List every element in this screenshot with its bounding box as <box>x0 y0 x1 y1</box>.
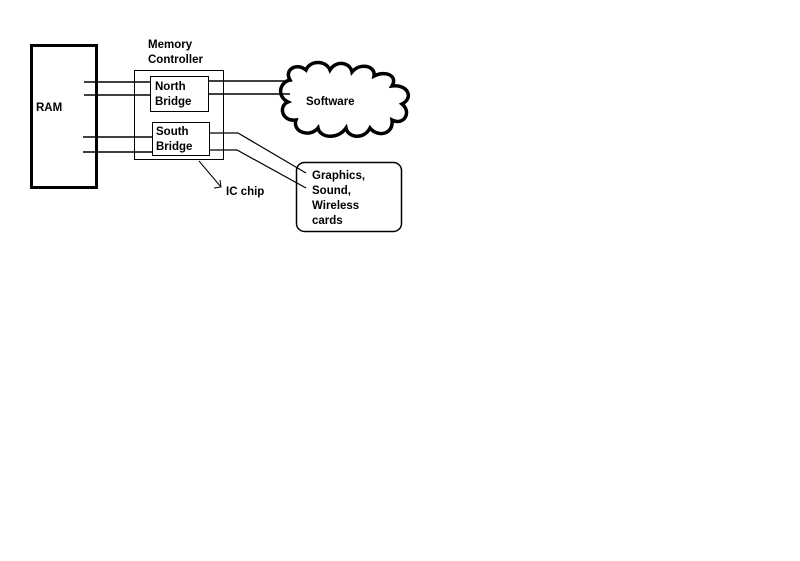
ic-chip-label: IC chip <box>226 186 265 198</box>
memory-controller-label: Memory Controller <box>148 38 203 68</box>
south-bridge-box <box>152 122 210 156</box>
cards-bus-lines <box>209 132 307 189</box>
ram-box <box>30 44 98 189</box>
ram-label: RAM <box>36 102 63 114</box>
software-cloud <box>278 60 411 138</box>
north-bridge-line-1: North <box>155 81 186 93</box>
memory-controller-line-2: Controller <box>148 54 203 66</box>
north-bridge-line-2: Bridge <box>155 96 192 108</box>
cards-line-1: Graphics, <box>312 170 366 182</box>
software-label: Software <box>306 96 355 108</box>
cards-line-4: cards <box>312 215 343 227</box>
cards-box <box>295 161 403 233</box>
memory-controller-line-1: Memory <box>148 39 193 51</box>
cards-line-2: Sound, <box>312 185 351 197</box>
software-bus-lines <box>208 80 292 95</box>
north-bridge-label: North Bridge <box>155 80 191 110</box>
cards-line-3: Wireless <box>312 200 360 212</box>
south-bridge-line-2: Bridge <box>156 141 193 153</box>
south-bridge-label: South Bridge <box>156 125 192 155</box>
memory-controller-box <box>134 70 224 160</box>
south-bridge-line-1: South <box>156 126 189 138</box>
ram-bus-lines <box>83 81 153 153</box>
ic-chip-arrow <box>198 160 222 189</box>
cards-label: Graphics, Sound, Wireless cards <box>312 169 365 229</box>
